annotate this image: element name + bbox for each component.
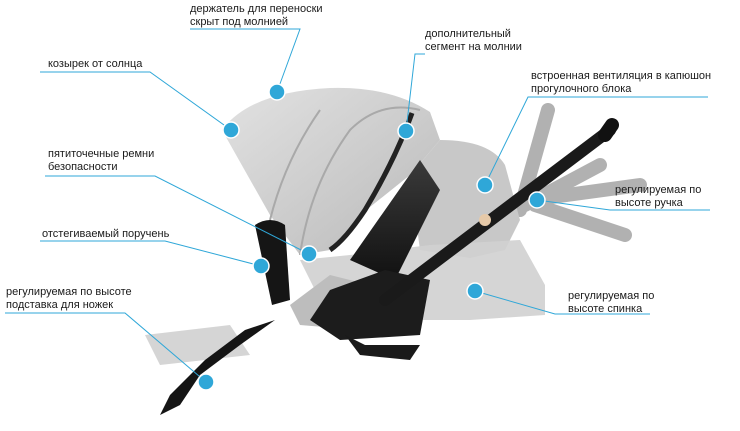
- callout-dot-footrest[interactable]: [197, 373, 215, 391]
- callout-dot-zip-segment[interactable]: [397, 122, 415, 140]
- label-footrest: регулируемая по высоте подставка для нож…: [6, 286, 132, 311]
- leader-footrest: [5, 312, 207, 383]
- label-zip-segment: дополнительный сегмент на молнии: [425, 28, 522, 53]
- callout-dot-handle-height[interactable]: [528, 191, 546, 209]
- label-ventilation: встроенная вентиляция в капюшон прогулоч…: [531, 70, 712, 95]
- handle-ghost-positions: [513, 103, 647, 242]
- callout-dot-harness[interactable]: [300, 245, 318, 263]
- label-backrest: регулируемая по высоте спинка: [568, 290, 655, 315]
- leader-handle-holder: [190, 28, 301, 93]
- leader-lines: [5, 28, 710, 383]
- callout-dot-handle-holder[interactable]: [268, 83, 286, 101]
- label-bumper-bar: отстегиваемый поручень: [42, 228, 170, 240]
- callout-dot-sun-visor[interactable]: [222, 121, 240, 139]
- label-sun-visor: козырек от солнца: [48, 58, 143, 70]
- leader-sun-visor: [40, 71, 232, 131]
- label-harness: пятиточечные ремни безопасности: [48, 148, 155, 173]
- leader-backrest: [474, 290, 650, 315]
- leader-harness: [45, 175, 310, 255]
- leader-bumper-bar: [40, 240, 262, 267]
- callout-dots: [197, 83, 546, 391]
- label-handle-holder: держатель для переноски скрыт под молние…: [190, 3, 323, 28]
- leader-zip-segment: [405, 53, 425, 132]
- callout-dot-backrest[interactable]: [466, 282, 484, 300]
- callout-dot-ventilation[interactable]: [476, 176, 494, 194]
- callout-dot-bumper-bar[interactable]: [252, 257, 270, 275]
- leader-ventilation: [484, 96, 708, 186]
- label-handle-height: регулируемая по высоте ручка: [615, 184, 702, 209]
- leader-handle-height: [536, 199, 710, 211]
- frame: [160, 118, 619, 415]
